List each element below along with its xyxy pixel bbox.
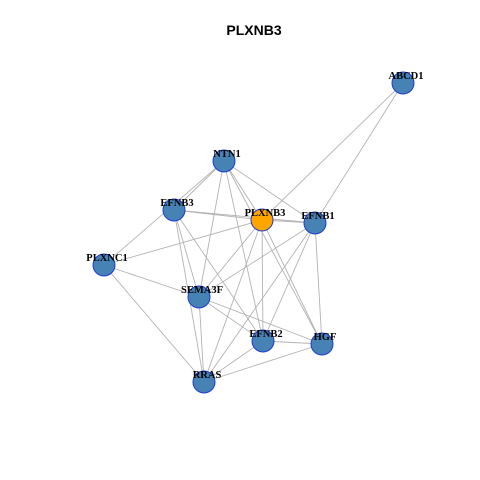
edge-efnb2-rras xyxy=(203,340,264,383)
node-rras: RRAS xyxy=(192,370,222,394)
node-label-sema3f: SEMA3F xyxy=(181,285,223,296)
edge-ntn1-efnb2 xyxy=(223,160,264,342)
node-abcd1: ABCD1 xyxy=(388,71,424,95)
node-efnb2: EFNB2 xyxy=(249,329,283,353)
node-label-efnb1: EFNB1 xyxy=(301,211,334,222)
edge-plxnb3-rras xyxy=(203,219,263,383)
edge-efnb3-efnb2 xyxy=(173,209,264,342)
node-plxnb3: PLXNB3 xyxy=(245,208,286,232)
edge-plxnb3-plxnc1 xyxy=(103,219,263,266)
node-efnb1: EFNB1 xyxy=(301,211,335,235)
edge-efnb1-hgf xyxy=(314,222,323,345)
edge-efnb1-efnb2 xyxy=(262,222,316,342)
edge-sema3f-hgf xyxy=(198,296,323,345)
edge-ntn1-sema3f xyxy=(198,160,225,298)
edge-plxnc1-sema3f xyxy=(103,264,200,298)
edge-ntn1-efnb1 xyxy=(223,160,316,224)
node-circle-plxnb3 xyxy=(250,208,274,232)
node-plxnc1: PLXNC1 xyxy=(86,253,128,277)
edge-abcd1-plxnb3 xyxy=(261,82,404,221)
edge-ntn1-hgf xyxy=(223,160,323,345)
node-circle-efnb1 xyxy=(303,211,327,235)
node-label-efnb2: EFNB2 xyxy=(249,329,282,340)
edge-abcd1-efnb1 xyxy=(314,82,404,224)
edge-hgf-rras xyxy=(203,343,323,383)
node-circle-sema3f xyxy=(187,285,211,309)
node-label-efnb3: EFNB3 xyxy=(160,198,193,209)
edge-plxnb3-hgf xyxy=(261,219,323,345)
node-label-abcd1: ABCD1 xyxy=(388,71,423,82)
node-circle-plxnc1 xyxy=(92,253,116,277)
node-sema3f: SEMA3F xyxy=(181,285,223,309)
edge-efnb1-sema3f xyxy=(198,222,316,298)
diagram-title: PLXNB3 xyxy=(226,22,281,38)
edge-plxnb3-sema3f xyxy=(198,219,263,298)
edge-plxnc1-rras xyxy=(103,264,205,383)
edge-efnb3-efnb1 xyxy=(173,209,316,224)
edge-ntn1-efnb3 xyxy=(173,160,225,211)
node-circle-abcd1 xyxy=(391,71,415,95)
node-label-ntn1: NTN1 xyxy=(213,149,240,160)
node-circle-ntn1 xyxy=(212,149,236,173)
node-efnb3: EFNB3 xyxy=(160,198,194,222)
edge-sema3f-rras xyxy=(198,296,205,383)
node-label-rras: RRAS xyxy=(193,370,222,381)
node-label-hgf: HGF xyxy=(314,332,337,343)
node-circle-efnb2 xyxy=(251,329,275,353)
edge-efnb1-rras xyxy=(203,222,316,383)
edge-plxnb3-efnb2 xyxy=(261,219,264,342)
edge-ntn1-plxnb3 xyxy=(223,160,263,221)
node-ntn1: NTN1 xyxy=(212,149,241,173)
node-label-plxnb3: PLXNB3 xyxy=(245,208,286,219)
edge-efnb3-sema3f xyxy=(173,209,200,298)
node-circle-rras xyxy=(192,370,216,394)
node-circle-hgf xyxy=(310,332,334,356)
node-circle-efnb3 xyxy=(162,198,186,222)
node-label-plxnc1: PLXNC1 xyxy=(86,253,127,264)
node-hgf: HGF xyxy=(310,332,337,356)
edge-sema3f-efnb2 xyxy=(198,296,264,342)
